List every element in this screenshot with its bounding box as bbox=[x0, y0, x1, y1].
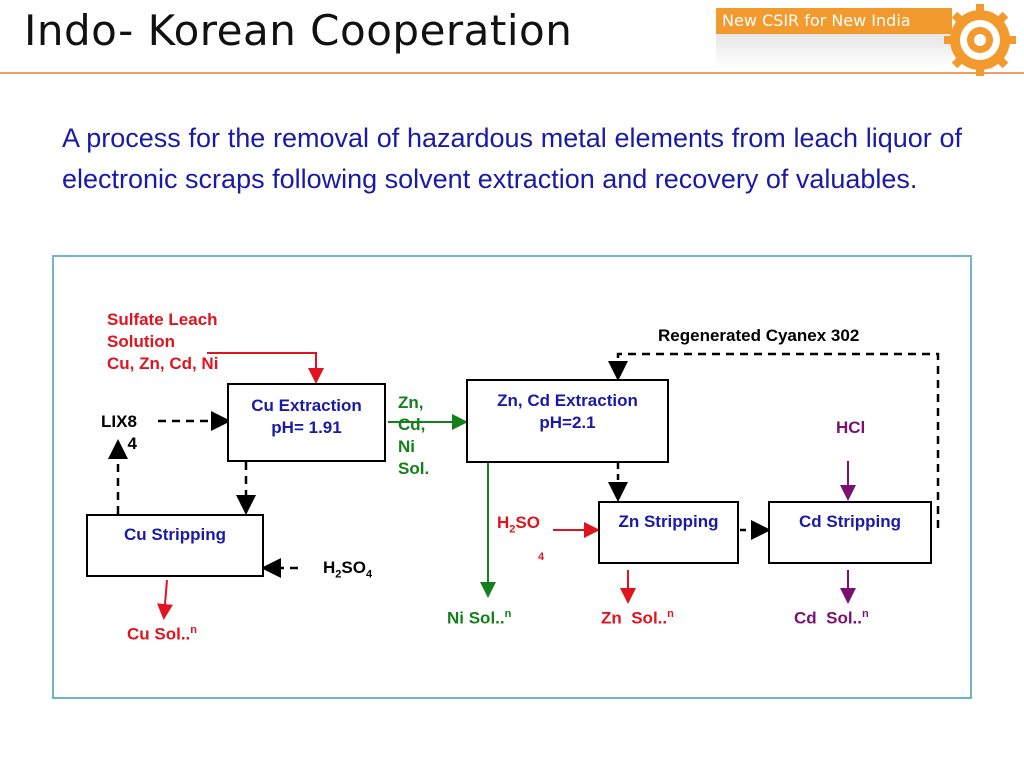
cu-stripping-box: Cu Stripping bbox=[86, 514, 264, 577]
h2so4-left-label: H2SO4 bbox=[323, 558, 373, 581]
lix84-label: LIX8 4 bbox=[101, 412, 137, 453]
csir-gear-logo-icon bbox=[944, 4, 1016, 76]
zncd-extraction-box: Zn, Cd Extraction pH=2.1 bbox=[466, 379, 669, 463]
intro-paragraph: A process for the removal of hazardous m… bbox=[62, 123, 962, 194]
zn-stripping-box: Zn Stripping bbox=[598, 501, 739, 564]
regenerated-cyanex-label: Regenerated Cyanex 302 bbox=[658, 326, 860, 345]
feed-label: Sulfate Leach Solution Cu, Zn, Cd, Ni bbox=[107, 310, 219, 373]
hcl-label: HCl bbox=[836, 418, 866, 437]
zn-cd-ni-label: Zn, Cd, Ni Sol. bbox=[398, 393, 430, 478]
brand-banner-shadow bbox=[716, 34, 952, 68]
slide-title: Indo- Korean Cooperation bbox=[24, 6, 573, 55]
h2so4-right-sub4: 4 bbox=[538, 551, 545, 563]
cu-sol-arrow bbox=[157, 579, 173, 620]
ni-sol-label: Ni Sol..n bbox=[447, 608, 512, 628]
h2so4-right-label: H2SO bbox=[497, 513, 540, 536]
regenerated-loop-arrow bbox=[608, 352, 940, 528]
brand-banner: New CSIR for New India bbox=[716, 8, 952, 34]
cd-stripping-box: Cd Stripping bbox=[768, 501, 932, 564]
cu-extraction-box: Cu Extraction pH= 1.91 bbox=[227, 383, 386, 462]
cu-sol-label: Cu Sol..n bbox=[127, 624, 198, 644]
process-flow-panel bbox=[52, 255, 972, 699]
cd-sol-label: Cd Sol..n bbox=[794, 608, 869, 628]
title-divider bbox=[0, 72, 1024, 74]
feed-arrow bbox=[207, 352, 324, 384]
zn-sol-label: Zn Sol..n bbox=[601, 608, 674, 628]
